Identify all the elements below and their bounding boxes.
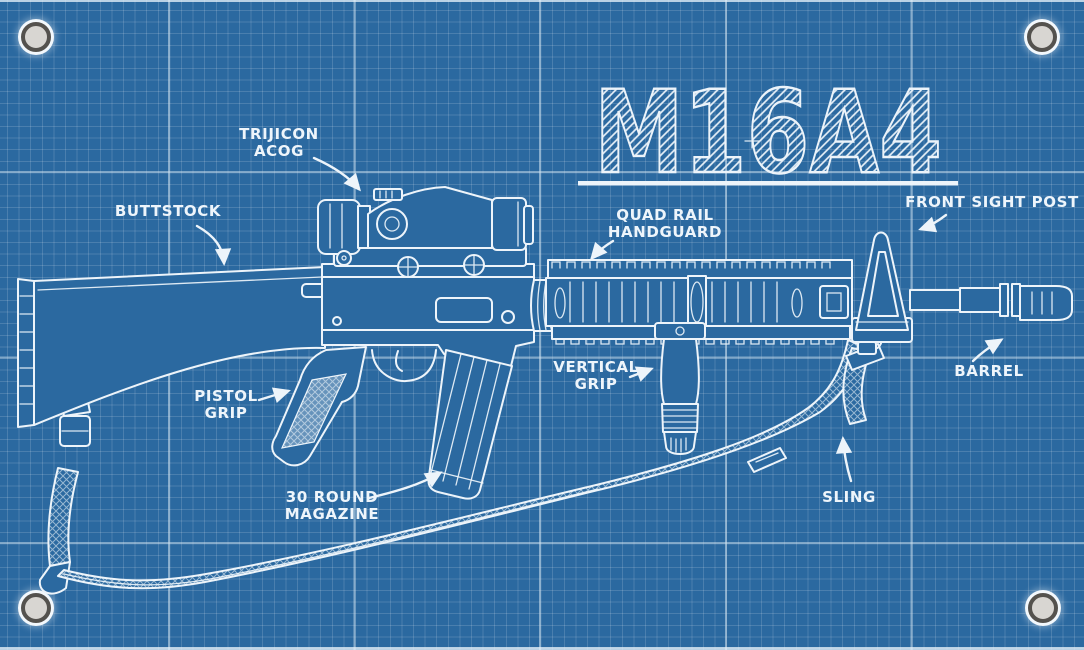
arrow-sling	[835, 435, 853, 483]
acog-scope-drawing	[317, 186, 534, 278]
label-30-round-magazine: 30 ROUND MAGAZINE	[284, 488, 380, 524]
magazine-drawing	[427, 349, 513, 500]
arrow-magazine	[367, 471, 443, 500]
grommet-top-right	[1027, 22, 1057, 52]
front-sight-barrel-drawing	[851, 231, 1073, 355]
label-front-sight-post: FRONT SIGHT POST	[905, 193, 1079, 211]
title-block: M16A4	[578, 65, 958, 200]
buttstock-drawing	[17, 266, 326, 428]
poster-bottom-edge	[0, 647, 1084, 650]
grommet-bottom-left	[21, 593, 51, 623]
grommet-top-left	[21, 22, 51, 52]
arrow-vertical-grip	[628, 366, 654, 382]
drafting-crosshair	[744, 133, 760, 149]
arrow-pistol-grip	[257, 387, 291, 404]
poster-top-edge	[0, 0, 1084, 2]
label-trijicon-acog: TRIJICON ACOG	[239, 125, 319, 161]
arrow-quad-rail	[590, 239, 615, 261]
arrow-barrel	[971, 338, 1004, 363]
label-barrel: BARREL	[954, 362, 1024, 380]
callout-arrows	[195, 156, 1004, 500]
arrow-front-sight-post	[918, 213, 948, 233]
arrow-trijicon-acog	[312, 156, 361, 192]
title-underline	[578, 181, 958, 186]
vertical-grip-drawing	[654, 322, 706, 455]
title-text: M16A4	[594, 66, 942, 199]
label-sling: SLING	[822, 488, 876, 506]
label-vertical-grip: VERTICAL GRIP	[553, 358, 639, 394]
pistol-grip-drawing	[271, 346, 367, 467]
label-pistol-grip: PISTOL GRIP	[194, 387, 258, 423]
grommet-bottom-right	[1028, 593, 1058, 623]
label-quad-rail-handguard: QUAD RAIL HANDGUARD	[607, 206, 723, 242]
label-buttstock: BUTTSTOCK	[114, 202, 222, 220]
arrow-buttstock	[195, 224, 232, 267]
